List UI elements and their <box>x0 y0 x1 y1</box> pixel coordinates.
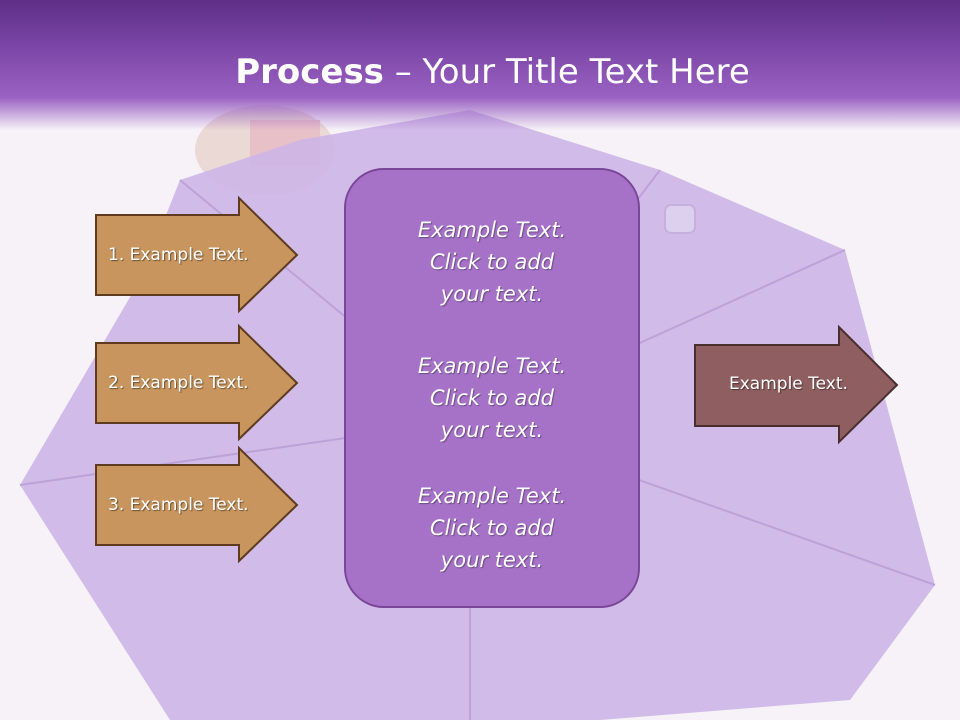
left-arrow-3-shape <box>95 445 299 564</box>
left-arrow-3[interactable]: 3. Example Text. <box>95 445 299 564</box>
left-arrow-2-label: 2. Example Text. <box>108 373 249 393</box>
left-arrow-1[interactable]: 1. Example Text. <box>95 195 299 314</box>
center-text-1: Example Text. Click to add your text. <box>417 218 567 306</box>
left-arrow-2[interactable]: 2. Example Text. <box>95 323 299 442</box>
left-arrow-1-shape <box>95 195 299 314</box>
title-bold: Process <box>235 52 384 92</box>
left-arrow-2-shape <box>95 323 299 442</box>
center-text-3: Example Text. Click to add your text. <box>417 484 567 572</box>
right-arrow[interactable]: Example Text. <box>694 324 899 445</box>
left-arrow-1-label: 1. Example Text. <box>108 245 249 265</box>
title-rest: – Your Title Text Here <box>383 52 750 92</box>
slide-title: Process – Your Title Text Here <box>0 52 960 92</box>
right-arrow-shape <box>694 324 899 445</box>
center-text-2: Example Text. Click to add your text. <box>417 354 567 442</box>
left-arrow-3-label: 3. Example Text. <box>108 495 249 515</box>
center-text-box[interactable]: Example Text. Click to add your text. Ex… <box>344 168 640 608</box>
right-arrow-label: Example Text. <box>729 374 848 394</box>
title-bar <box>0 0 960 130</box>
